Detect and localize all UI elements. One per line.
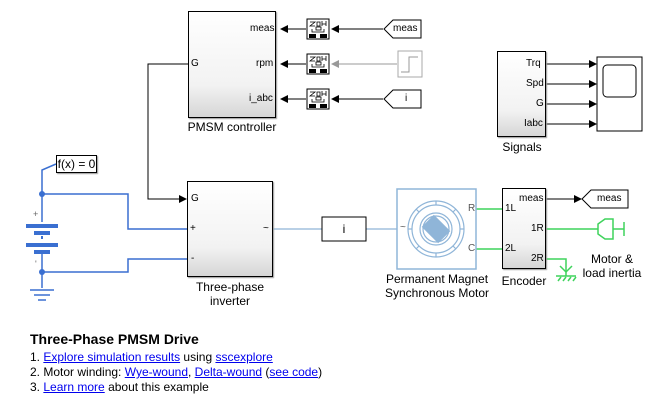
- junction-top: [39, 191, 45, 197]
- description-item-1: 1. Explore simulation results using ssce…: [30, 350, 322, 365]
- signals-block[interactable]: [497, 51, 546, 137]
- junction-bottom: [39, 269, 45, 275]
- motor-port-ac: ~: [400, 222, 406, 233]
- signals-port-spd: Spd: [526, 78, 544, 89]
- encoder-port-1r: 1R: [531, 223, 544, 234]
- goto-meas-block[interactable]: [581, 189, 629, 209]
- encoder-port-2l: 2L: [505, 243, 517, 254]
- description-item-3: 3. Learn more about this example: [30, 380, 322, 395]
- from-meas-label: meas: [393, 23, 418, 34]
- motor-label-2: Synchronous Motor: [384, 286, 490, 300]
- item-text: using: [180, 350, 216, 364]
- zoh-block-meas[interactable]: [306, 18, 330, 40]
- model-description: Three-Phase PMSM Drive 1. Explore simula…: [30, 330, 322, 395]
- line-encoder-to-mech-ref[interactable]: [546, 258, 567, 268]
- goto-meas-label: meas: [597, 193, 622, 204]
- item-number: 3.: [30, 380, 41, 394]
- mechanical-lines: [476, 208, 598, 268]
- signals-port-trq: Trq: [526, 58, 541, 69]
- item-number: 2.: [30, 365, 41, 379]
- load-label-1: Motor &: [590, 252, 633, 266]
- load-label-2: load inertia: [582, 266, 642, 280]
- learn-more-link[interactable]: Learn more: [43, 380, 105, 394]
- inverter-label-1: Three-phase: [195, 280, 265, 294]
- motor-port-r: R: [468, 203, 476, 214]
- battery-icon[interactable]: + ': [26, 209, 58, 269]
- encoder-label: Encoder: [501, 274, 547, 288]
- line-battery-plus-to-inverter[interactable]: [42, 193, 188, 230]
- electrical-lines: [41, 163, 188, 288]
- pmsm-controller-block[interactable]: [188, 11, 276, 118]
- see-code-link[interactable]: see code: [269, 365, 319, 379]
- controller-port-rpm: rpm: [256, 58, 274, 69]
- inverter-port-minus: -: [191, 253, 195, 264]
- description-list: 1. Explore simulation results using ssce…: [30, 350, 322, 395]
- electrical-ground-icon[interactable]: [30, 289, 54, 301]
- solver-configuration-block[interactable]: f(x) = 0: [56, 155, 97, 173]
- description-item-2: 2. Motor winding: Wye-wound, Delta-wound…: [30, 365, 322, 380]
- controller-port-iabc: i_abc: [249, 93, 273, 104]
- motor-icon: [407, 200, 465, 258]
- explore-results-link[interactable]: Explore simulation results: [43, 350, 181, 364]
- pmsm-motor-block[interactable]: [396, 188, 477, 270]
- zoh-block-iabc[interactable]: [306, 88, 330, 110]
- current-sensor-label: i: [342, 222, 346, 236]
- inverter-port-g: G: [191, 193, 199, 204]
- from-i-block[interactable]: [383, 89, 422, 109]
- signals-port-iabc: Iabc: [524, 118, 543, 129]
- signals-port-g: G: [536, 98, 544, 109]
- line-battery-minus-to-inverter[interactable]: [42, 258, 188, 273]
- mechanical-reference-icon[interactable]: [556, 265, 577, 282]
- encoder-port-1l: 1L: [505, 203, 517, 214]
- scope-block[interactable]: [596, 56, 643, 132]
- sscexplore-link[interactable]: sscexplore: [215, 350, 273, 364]
- motor-port-c: C: [468, 243, 476, 254]
- encoder-block[interactable]: [502, 188, 546, 269]
- signal-lines: [147, 25, 597, 203]
- inverter-label-2: inverter: [209, 294, 250, 308]
- controller-label: PMSM controller: [187, 120, 277, 134]
- item-text: about this example: [104, 380, 209, 394]
- zoh-block-rpm[interactable]: [306, 53, 330, 75]
- svg-text:': ': [35, 259, 37, 269]
- wye-wound-link[interactable]: Wye-wound: [124, 365, 188, 379]
- line-controller-g-to-inverter[interactable]: [147, 63, 188, 203]
- from-i-label: i: [405, 93, 408, 104]
- from-meas-block[interactable]: [383, 19, 422, 39]
- motor-label-1: Permanent Magnet: [385, 272, 489, 286]
- controller-port-meas: meas: [250, 23, 275, 34]
- svg-text:+: +: [33, 209, 38, 219]
- item-text: ): [318, 365, 323, 379]
- step-block[interactable]: [397, 50, 423, 78]
- model-title: Three-Phase PMSM Drive: [30, 331, 199, 347]
- item-text: Motor winding:: [43, 365, 125, 379]
- item-text: (: [262, 365, 270, 379]
- item-number: 1.: [30, 350, 41, 364]
- inverter-port-plus: +: [190, 223, 196, 234]
- line-solver-connection[interactable]: [41, 163, 57, 194]
- inverter-port-ac: ~: [263, 223, 269, 234]
- inverter-block[interactable]: [187, 181, 273, 277]
- delta-wound-link[interactable]: Delta-wound: [194, 365, 263, 379]
- encoder-port-2r: 2R: [531, 253, 544, 264]
- signals-label: Signals: [502, 140, 542, 154]
- item-text: ,: [188, 365, 195, 379]
- encoder-port-meas: meas: [519, 193, 544, 204]
- inertia-icon[interactable]: [597, 218, 625, 240]
- controller-port-g: G: [191, 58, 199, 69]
- current-sensor-block[interactable]: [321, 216, 367, 242]
